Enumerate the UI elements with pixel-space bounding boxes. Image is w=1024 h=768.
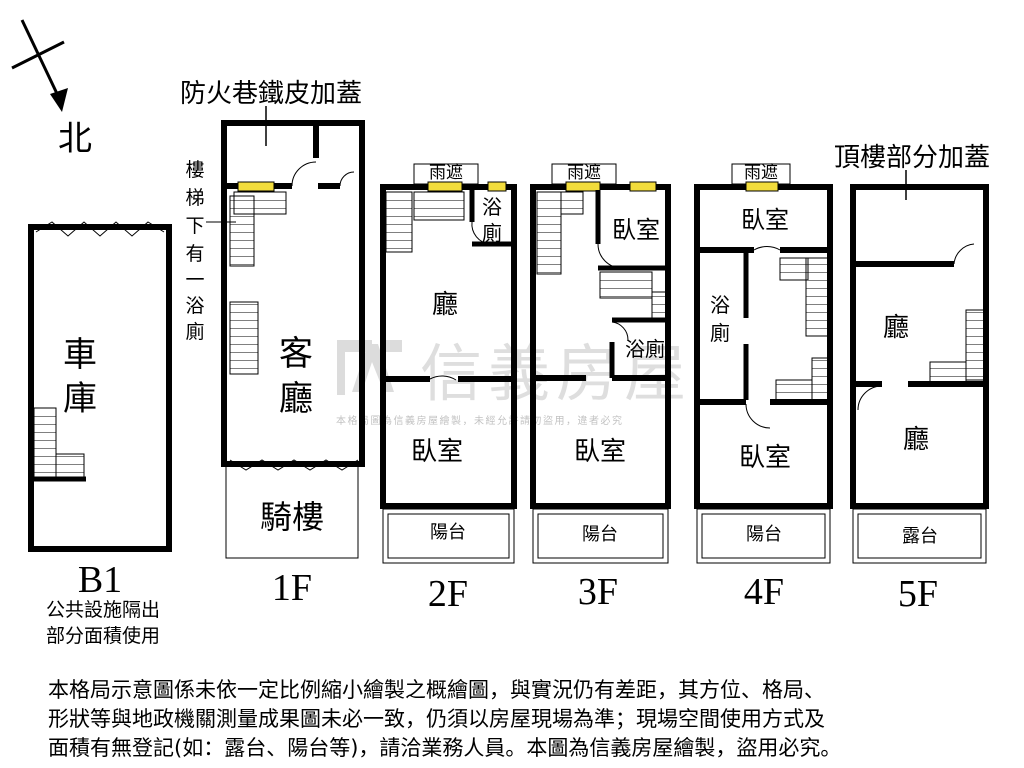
- f3-bedroom-top: 臥室: [612, 216, 660, 244]
- floor-1f: 防火巷鐵皮加蓋 客 廳 騎樓 1F 樓 梯 下 有 一 浴 廁: [180, 79, 365, 609]
- f1-window-icon: [237, 181, 275, 192]
- f4-window-icon: [745, 181, 779, 192]
- floor-4f: 雨遮 臥室 浴 廁 臥室 陽台 4F: [694, 163, 833, 613]
- f3-bath: 浴廁: [625, 337, 665, 361]
- f3-balcony: 陽台: [582, 524, 618, 545]
- f4-bedroom-top: 臥室: [741, 206, 789, 234]
- f5-top-annotation: 頂樓部分加蓋: [834, 143, 990, 173]
- f1-side-char-6: 浴: [185, 295, 204, 317]
- watermark-small-text: 本格局圖為信義房屋繪製，未經允許請勿盜用，違者必究: [336, 414, 624, 427]
- north-arrow-icon: [11, 19, 68, 112]
- f2-bath-line2: 廁: [482, 221, 502, 245]
- f3-floor-label: 3F: [578, 571, 618, 613]
- b1-note-line1: 公共設施隔出: [46, 599, 160, 621]
- f3-stair-icon: [536, 191, 562, 275]
- f2-canopy: 雨遮: [429, 163, 463, 183]
- b1-stair-icon: [33, 407, 57, 479]
- f5-hall-top: 廳: [883, 313, 909, 343]
- f4-balcony: 陽台: [746, 524, 782, 545]
- f1-side-char-7: 廁: [185, 320, 204, 343]
- f5-hall: 廳: [903, 425, 929, 455]
- f2-hall: 廳: [432, 290, 458, 320]
- disclaimer-line-2: 形狀等與地政機關測量成果圖未必一致，仍須以房屋現場為準；現場空間使用方式及: [48, 707, 825, 731]
- floor-3f: 雨遮 臥室 浴廁 臥室 陽台 3F: [530, 163, 671, 613]
- f1-side-char-1: 樓: [185, 159, 204, 181]
- f4-canopy: 雨遮: [744, 163, 778, 183]
- f1-side-char-5: 一: [185, 269, 204, 291]
- floor-b1: 車 庫 B1 公共設施隔出 部分面積使用: [28, 221, 172, 647]
- f2-floor-label: 2F: [428, 573, 468, 615]
- disclaimer: 本格局示意圖係未依一定比例縮小繪製之概繪圖，與實況仍有差距，其方位、格局、 形狀…: [48, 676, 988, 763]
- f1-living-line2: 廳: [279, 379, 313, 419]
- f1-side-char-2: 梯: [185, 187, 204, 209]
- f5-terrace: 露台: [902, 526, 938, 547]
- watermark-logo-icon: [337, 340, 402, 395]
- f2-balcony: 陽台: [430, 522, 466, 543]
- f5-floor-label: 5F: [898, 573, 938, 615]
- f1-side-annotation: 樓 梯 下 有 一 浴 廁: [185, 159, 204, 343]
- b1-room-line1: 車: [63, 335, 97, 375]
- f2-stair-icon: [385, 191, 413, 253]
- f1-top-annotation: 防火巷鐵皮加蓋: [180, 79, 362, 109]
- f5-stair-icon: [965, 309, 985, 381]
- f2-window-icon: [427, 181, 463, 192]
- f1-stair-icon: [229, 195, 255, 267]
- f4-floor-label: 4F: [744, 571, 784, 613]
- f4-stair-icon: [779, 257, 809, 281]
- f4-bath-line2: 廁: [710, 321, 730, 345]
- b1-note-line2: 部分面積使用: [46, 625, 160, 647]
- disclaimer-line-3: 面積有無登記(如：露台、陽台等)，請洽業務人員。本圖為信義房屋繪製，盜用必究。: [48, 736, 842, 760]
- disclaimer-line-1: 本格局示意圖係未依一定比例縮小繪製之概繪圖，與實況仍有差距，其方位、格局、: [48, 678, 825, 702]
- f3-window-icon: [565, 181, 601, 192]
- floor-5f: 頂樓部分加蓋 廳 廳 露台 5F: [834, 143, 990, 615]
- watermark-brand: 信義房屋: [420, 337, 692, 410]
- f1-arcade: 騎樓: [260, 498, 324, 536]
- f1-floor-label: 1F: [272, 567, 312, 609]
- f4-bath-line1: 浴: [710, 293, 730, 317]
- b1-floor-label: B1: [78, 559, 122, 601]
- f1-side-char-4: 有: [185, 243, 204, 265]
- north-label: 北: [58, 119, 92, 159]
- f3-bedroom: 臥室: [574, 437, 626, 467]
- f1-living-line1: 客: [279, 334, 313, 374]
- f2-bedroom: 臥室: [411, 437, 463, 467]
- f3-canopy: 雨遮: [567, 163, 601, 183]
- floor-2f: 雨遮 浴 廁 廳 臥室 陽台 2F: [380, 163, 517, 615]
- f2-bath-line1: 浴: [482, 195, 502, 219]
- b1-room-line2: 庫: [63, 379, 97, 419]
- f1-side-char-3: 下: [185, 215, 204, 237]
- f4-bedroom: 臥室: [739, 443, 791, 473]
